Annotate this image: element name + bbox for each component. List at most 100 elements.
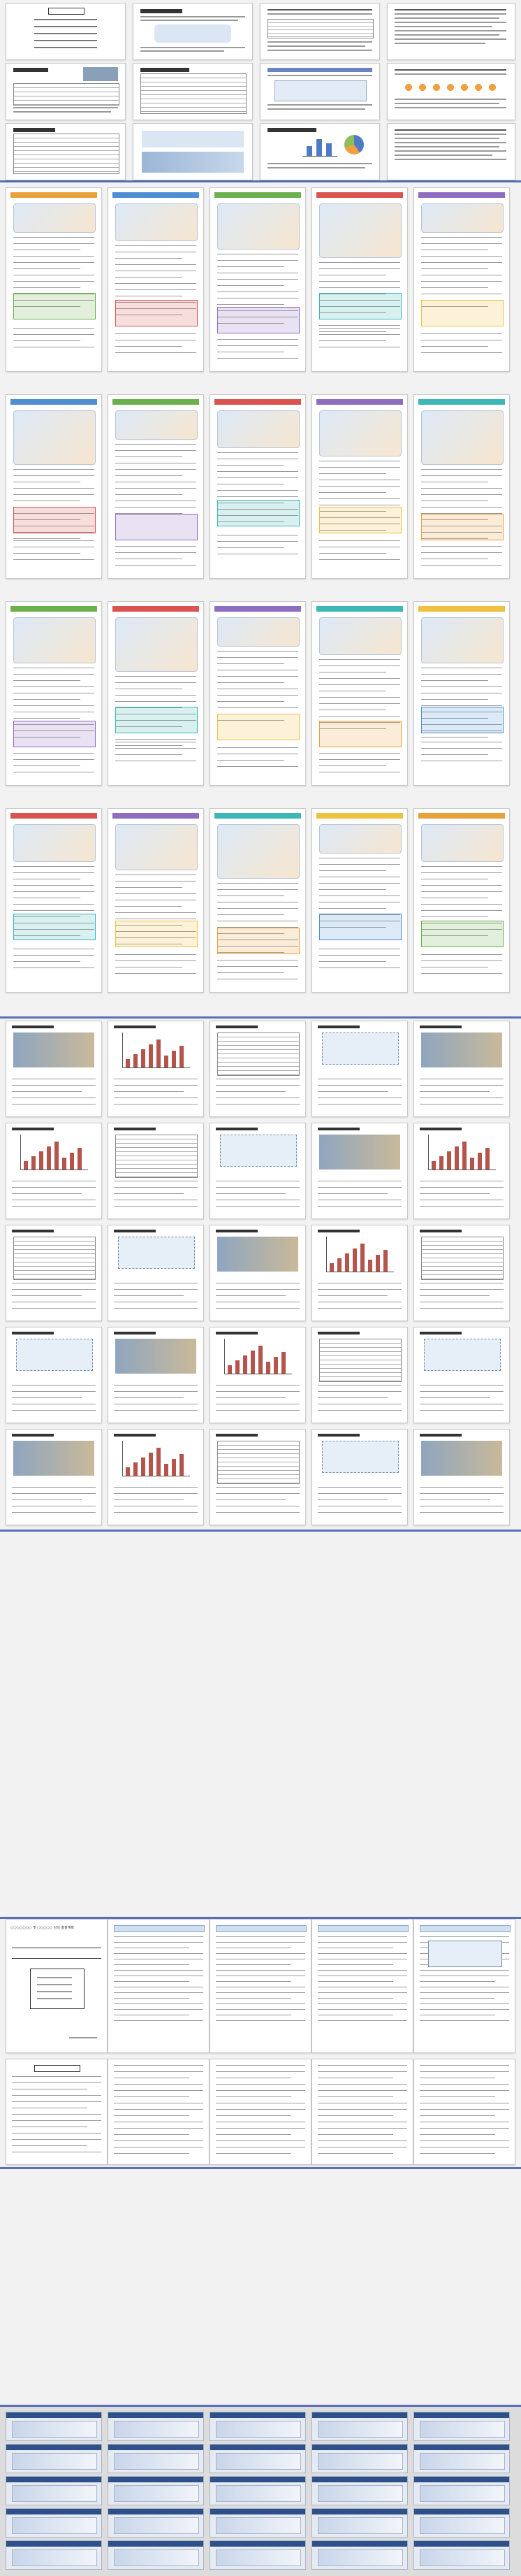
slide-figure (114, 2453, 199, 2470)
document-page (133, 63, 253, 120)
text-line (216, 1397, 286, 1398)
text-line (216, 1964, 291, 1965)
text-line (13, 686, 94, 687)
diagram-figure (428, 1941, 502, 1967)
photo-figure (319, 1135, 400, 1170)
text-line (12, 1499, 82, 1500)
header-band (216, 1925, 307, 1932)
text-line (319, 540, 400, 541)
text-line (13, 872, 94, 873)
document-page (311, 1327, 408, 1423)
text-line (115, 264, 196, 265)
bar-chart-figure (224, 1339, 292, 1374)
document-page (6, 808, 102, 993)
chart-bar (156, 1448, 161, 1476)
text-line (420, 1936, 509, 1937)
section-heading (267, 128, 316, 132)
text-line (319, 961, 386, 962)
text-line (420, 1397, 490, 1398)
text-line (319, 281, 400, 282)
text-line (318, 2084, 407, 2085)
presentation-slide (108, 2412, 204, 2441)
text-line (319, 300, 400, 301)
text-line (114, 2153, 189, 2154)
section-heading (420, 1332, 462, 1334)
text-line (318, 1085, 402, 1086)
text-line (421, 885, 502, 886)
text-line (114, 1385, 198, 1386)
table-figure (267, 19, 374, 38)
text-line (37, 1984, 72, 1985)
chart-bar (266, 1362, 270, 1374)
colored-box (13, 914, 96, 940)
document-page (311, 2059, 413, 2165)
text-line (421, 538, 488, 539)
chart-bar (307, 146, 312, 156)
document-page (6, 123, 126, 180)
text-line (216, 1493, 300, 1494)
text-line (420, 1193, 490, 1194)
text-line (395, 103, 499, 104)
chart-bar (330, 1263, 334, 1272)
text-line (421, 243, 502, 244)
slide-title-bar (414, 2541, 509, 2547)
text-line (216, 2128, 305, 2129)
text-line (114, 1992, 203, 1993)
presentation-slide (6, 2444, 102, 2473)
text-line (420, 1499, 490, 1500)
text-line (115, 954, 196, 955)
colored-box (13, 293, 96, 319)
text-line (37, 1998, 72, 1999)
text-line (13, 765, 80, 766)
text-line (420, 1992, 509, 1993)
text-line (216, 1998, 291, 1999)
document-page (108, 1919, 210, 2053)
header-label: ○○○○○○○ 및 ○○○○○ 강의 총괄계획 (10, 1926, 74, 1930)
presentation-slide (108, 2508, 204, 2538)
chart-bar (243, 1355, 247, 1374)
colored-box (319, 721, 402, 747)
text-line (115, 546, 196, 547)
text-line (115, 277, 182, 278)
text-line (12, 1091, 82, 1092)
chart-bar (62, 1158, 66, 1170)
text-line (319, 703, 400, 704)
text-line (13, 866, 94, 867)
text-line (217, 766, 298, 767)
text-line (140, 47, 245, 48)
text-line (115, 333, 196, 334)
slide-title-bar (108, 2445, 203, 2450)
text-line (319, 765, 386, 766)
presentation-slide (6, 2412, 102, 2441)
document-page (6, 2059, 108, 2165)
diagram-figure (322, 1441, 399, 1473)
text-line (13, 334, 94, 335)
document-page (210, 1021, 306, 1117)
chart-bar (156, 1039, 161, 1067)
text-line (115, 283, 196, 284)
text-line (421, 904, 502, 905)
text-line (115, 754, 182, 755)
text-line (420, 2084, 509, 2085)
chart-bar (172, 1459, 176, 1476)
toc-item (34, 19, 97, 20)
chart-bar (47, 1146, 51, 1170)
text-line (318, 1512, 402, 1513)
chart-bar (70, 1153, 74, 1170)
text-line (217, 695, 298, 696)
text-line (420, 1085, 504, 1086)
section-heading (216, 1332, 258, 1334)
chart-bar (251, 1351, 255, 1374)
text-line (115, 695, 196, 696)
text-line (318, 2071, 407, 2072)
toc-item (34, 33, 97, 34)
text-line (395, 138, 499, 139)
text-line (12, 1085, 96, 1086)
chart-bar (274, 1357, 278, 1374)
figure (217, 410, 300, 448)
text-line (267, 41, 372, 43)
slide-figure (216, 2517, 301, 2534)
photo-figure (115, 1339, 196, 1374)
text-line (217, 323, 284, 324)
text-line (217, 515, 298, 516)
